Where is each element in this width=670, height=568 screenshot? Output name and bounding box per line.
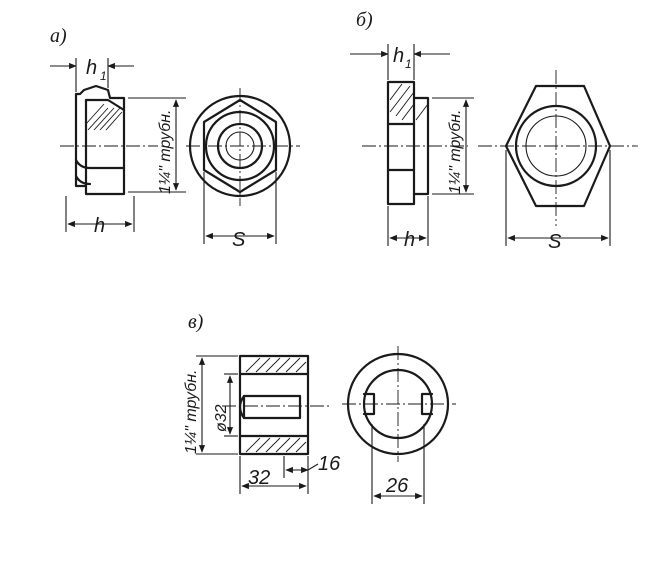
nut-a-bore-outer (216, 122, 264, 170)
label-b: б) (356, 9, 373, 31)
nut-a-chamfer (84, 98, 126, 112)
nut-b-hexagon (504, 84, 612, 208)
view-v-front: 26 (342, 346, 456, 504)
label-v: в) (188, 311, 204, 333)
nut-a-lower-curve-2 (74, 174, 92, 186)
dim-v-pipe: 1¼" трубн. (183, 370, 200, 454)
sleeve-v-inner-circle (362, 368, 434, 440)
dim-b-s: S (548, 231, 562, 253)
sleeve-v-hatch-top (245, 357, 307, 373)
sleeve-v-slot (242, 394, 302, 420)
label-a: а) (50, 25, 67, 47)
view-b-front: S (478, 70, 638, 253)
view-a-front: S (186, 88, 300, 251)
dim-b-h1-sub: 1 (405, 57, 412, 71)
nut-a-hatch (85, 103, 123, 131)
sleeve-v-hatch-bottom (245, 437, 307, 453)
nut-a-lower-curve (74, 158, 126, 170)
nut-a-hexagon (202, 98, 278, 194)
dim-b-h1: h (393, 45, 404, 67)
sleeve-v-outer-circle (346, 352, 450, 456)
dim-v-16: 16 (318, 453, 341, 475)
dim-a-s: S (232, 229, 246, 251)
nut-a-washer-circle (188, 94, 292, 198)
nut-b-body (386, 80, 430, 206)
nut-a-chamfer-circle (204, 110, 276, 182)
nut-b-hatch (389, 83, 429, 121)
nut-a-bore-inner (225, 131, 255, 161)
sleeve-v-slot-left (362, 392, 376, 416)
dim-a-pipe: 1¼" трубн. (157, 110, 174, 194)
nut-b-bore-inner (525, 115, 587, 177)
dim-b-pipe: 1¼" трубн. (447, 110, 464, 194)
dim-v-d32: ø32 (213, 404, 230, 432)
dim-a-h1-sub: 1 (100, 69, 107, 83)
view-b-side: h 1 h 1¼" трубн. (350, 44, 474, 251)
view-a-side: h 1 h 1¼" трубн. (50, 57, 186, 237)
dim-a-h: h (94, 215, 105, 237)
view-v-side: 1¼" трубн. ø32 32 16 (183, 354, 341, 494)
sleeve-v-slot-right (420, 392, 434, 416)
dim-v-32: 32 (248, 467, 270, 489)
nut-b-bore-outer (514, 104, 598, 188)
dim-v-26: 26 (385, 475, 409, 497)
dim-a-h1: h (86, 57, 97, 79)
dim-b-h: h (404, 229, 415, 251)
nut-a-body (74, 84, 126, 196)
